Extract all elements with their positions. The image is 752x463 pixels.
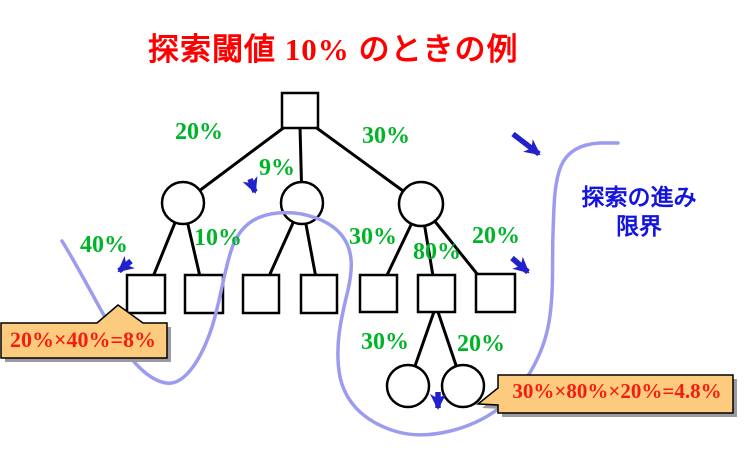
boundary-label-line2: 限界	[616, 212, 662, 239]
callout-left-text: 20%×40%=8%	[9, 327, 157, 352]
search-boundary-curve	[60, 141, 620, 437]
progress-arrow-near-9pct-icon	[242, 176, 258, 194]
tree-nodes	[125, 91, 517, 409]
leaf-square-4	[299, 273, 339, 315]
leaf-square-6	[416, 273, 457, 314]
edge-label-deep-b: 20%	[457, 331, 505, 357]
right-circle-node	[397, 180, 445, 228]
progress-arrow-near-20pct-icon	[510, 255, 530, 275]
edge-label-right-leaf7: 20%	[472, 223, 520, 249]
edge-label-root-right: 30%	[362, 123, 410, 149]
left-circle-node	[160, 180, 206, 226]
callout-left-shape	[0, 304, 168, 359]
slide-title: 探索閾値 10% のときの例	[148, 32, 519, 67]
boundary-label-line1: 探索の進み	[581, 184, 697, 210]
root-square-node	[280, 91, 320, 130]
leaf-square-1	[125, 273, 167, 315]
callout-right-text: 30%×80%×20%=4.8%	[512, 379, 722, 403]
deep-circle-a	[385, 363, 431, 409]
boundary-label: 探索の進み 限界	[563, 183, 715, 241]
edge-label-root-middle: 9%	[259, 155, 295, 181]
edge-label-root-left: 20%	[175, 119, 223, 145]
progress-arrows	[117, 131, 541, 410]
callout-right-shape	[475, 374, 734, 414]
leaf-square-7	[474, 272, 517, 314]
edge-label-left-leaf2: 10%	[194, 225, 242, 251]
edge-label-deep-a: 30%	[361, 329, 409, 355]
edge-label-left-leaf1: 40%	[80, 232, 128, 258]
callout-right-bubble	[475, 374, 737, 417]
callout-left-bubble	[0, 304, 171, 362]
progress-arrow-top-right-icon	[511, 131, 541, 157]
edge-label-right-leaf6: 80%	[413, 239, 461, 265]
deep-circle-b	[440, 363, 486, 409]
leaf-square-3	[241, 273, 281, 315]
progress-arrow-near-40pct-icon	[117, 255, 135, 274]
edge-label-right-leaf5: 30%	[349, 224, 397, 250]
leaf-square-5	[358, 273, 399, 314]
